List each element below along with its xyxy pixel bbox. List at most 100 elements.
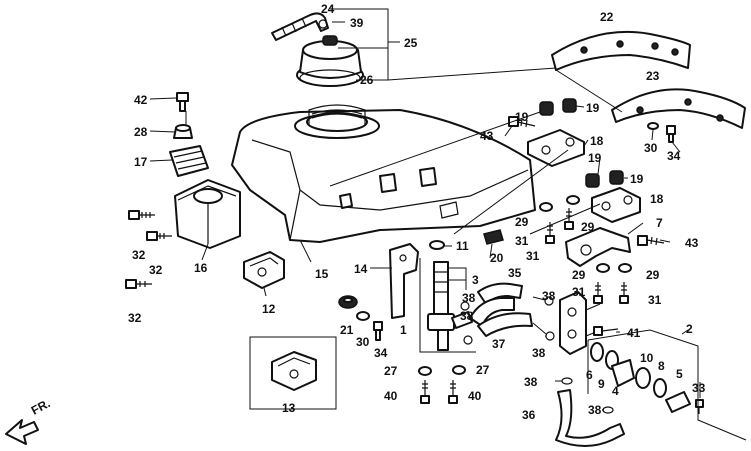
callout-32-a: 32 [132, 248, 146, 262]
bolt-40-b [448, 380, 458, 404]
clip-39 [318, 19, 328, 29]
callout-40-b: 40 [468, 389, 482, 403]
fuel-cap [296, 35, 364, 87]
callout-31-d: 31 [648, 293, 662, 307]
callout-32-c: 32 [128, 311, 142, 325]
callout-1: 1 [400, 323, 407, 337]
callout-6: 6 [586, 368, 593, 382]
cup-8 [653, 378, 667, 398]
bolt-32-c [125, 279, 152, 289]
frame-rail-upper [551, 30, 691, 71]
nut-29-b [566, 195, 580, 205]
callout-3: 3 [472, 273, 479, 287]
callout-24: 24 [321, 2, 335, 16]
clip-38-a [460, 301, 470, 311]
callout-38-b: 38 [542, 289, 556, 303]
callout-27-b: 27 [476, 363, 490, 377]
callout-32-b: 32 [149, 263, 163, 277]
cushion-19-c [585, 173, 600, 188]
bracket-16 [174, 179, 241, 249]
callout-25: 25 [404, 36, 418, 50]
callout-19-d: 19 [630, 172, 644, 186]
callout-9: 9 [598, 377, 605, 391]
clip-38-f [602, 406, 614, 414]
bolt-40-a [420, 380, 430, 404]
callout-37: 37 [492, 337, 506, 351]
callout-10: 10 [640, 351, 654, 365]
callout-38-d: 38 [532, 346, 546, 360]
callout-20: 20 [490, 251, 504, 265]
bolt-34-a [666, 125, 676, 143]
nut-29-a [539, 202, 553, 212]
callout-26: 26 [360, 73, 374, 87]
bolt-32-a [128, 210, 155, 220]
callout-43-a: 43 [480, 129, 494, 143]
callout-38-a: 38 [462, 291, 476, 305]
callout-17: 17 [134, 155, 148, 169]
callout-16: 16 [194, 261, 208, 275]
hose-37 [477, 312, 533, 337]
bracket-7 [565, 227, 631, 267]
bolt-34-b [373, 321, 383, 341]
bolt-31-d [619, 282, 629, 304]
fuel-hose-35 [469, 282, 523, 327]
callout-42: 42 [134, 93, 148, 107]
washer-11 [429, 240, 445, 250]
cushion-19-d [609, 170, 624, 185]
callout-33: 33 [692, 381, 706, 395]
callout-19-c: 19 [588, 151, 602, 165]
clip-38-e [561, 377, 573, 385]
washer-30-a [647, 122, 659, 130]
nut-27-a [418, 366, 432, 376]
stay-14 [389, 243, 419, 319]
nut-29-d [618, 263, 632, 273]
front-direction-arrow [5, 419, 39, 445]
callout-40-a: 40 [384, 389, 398, 403]
bolt-31-a [545, 222, 555, 244]
cushion-17 [169, 145, 209, 177]
plate-5 [665, 391, 691, 413]
callout-38-f: 38 [588, 403, 602, 417]
callout-30-a: 30 [644, 141, 658, 155]
callout-34-b: 34 [374, 346, 388, 360]
callout-19-a: 19 [515, 110, 529, 124]
frame-rail-lower [611, 88, 746, 129]
callout-4: 4 [612, 384, 619, 398]
clip-20 [483, 229, 504, 245]
callout-18-a: 18 [590, 134, 604, 148]
callout-21: 21 [340, 323, 354, 337]
bolt-31-b [564, 208, 574, 230]
nut-27-b [452, 365, 466, 375]
bolt-43-b [637, 235, 665, 246]
callout-23: 23 [646, 69, 660, 83]
element-4 [611, 359, 635, 387]
callout-41: 41 [627, 326, 641, 340]
plate-18-b [591, 187, 641, 223]
cushion-19-b [562, 98, 577, 113]
cushion-19-a [539, 101, 554, 116]
screw-33 [695, 399, 704, 414]
callout-7: 7 [656, 216, 663, 230]
bolt-31-c [593, 282, 603, 304]
callout-13: 13 [282, 401, 296, 415]
bolt-42 [176, 92, 189, 112]
callout-43-b: 43 [685, 236, 699, 250]
callout-28: 28 [134, 125, 148, 139]
clip-38-d [545, 331, 555, 341]
clip-38-b [463, 335, 473, 345]
washer-30-b [356, 311, 370, 321]
callout-38-e: 38 [524, 375, 538, 389]
callout-29-b: 29 [581, 220, 595, 234]
breather-tube [271, 12, 329, 41]
callout-14: 14 [354, 262, 368, 276]
callout-8: 8 [658, 359, 665, 373]
hose-36 [555, 389, 625, 447]
callout-34-a: 34 [667, 149, 681, 163]
callout-labels: 24 39 25 26 22 23 42 28 17 19 19 43 18 1… [128, 2, 706, 422]
mount-12 [243, 251, 285, 289]
fuel-tank [231, 104, 536, 243]
o-ring-6 [590, 342, 604, 362]
leader-lines [149, 8, 747, 441]
callout-18-b: 18 [650, 192, 664, 206]
callout-31-c: 31 [572, 285, 586, 299]
